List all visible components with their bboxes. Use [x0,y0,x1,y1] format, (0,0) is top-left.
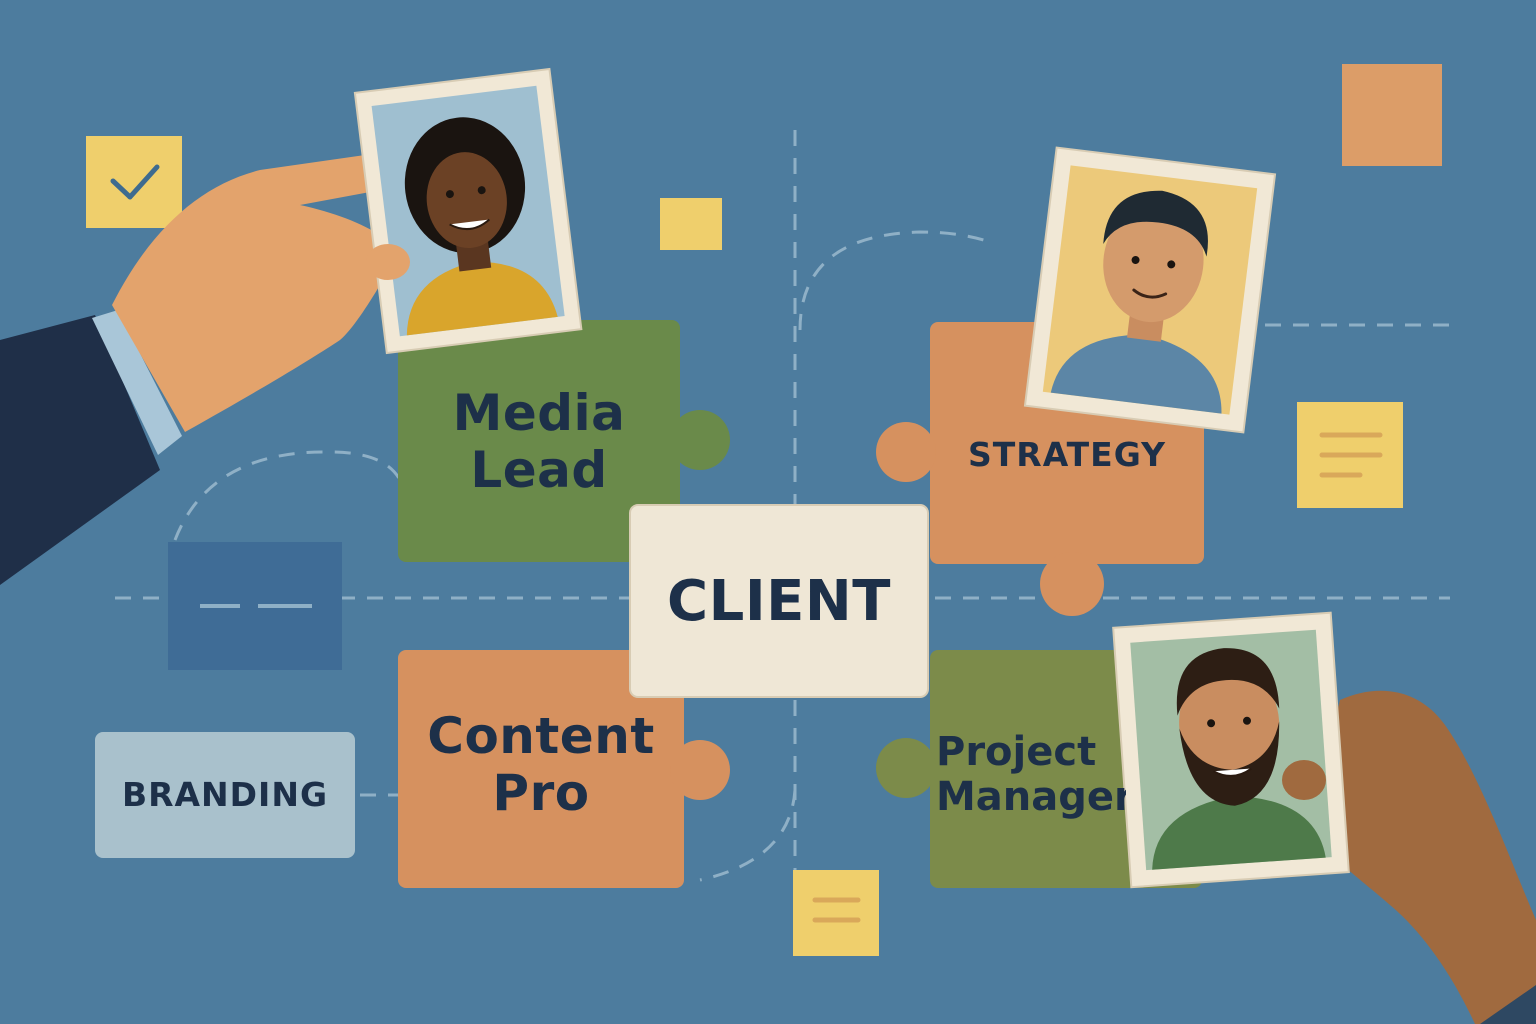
left-cuff [92,310,182,455]
media-lead-line1: Media [452,384,626,442]
sticky-note-bottom [793,870,879,956]
strategy-text: STRATEGY [968,435,1166,474]
sticky-note-lines [1297,402,1403,508]
media-lead-piece [398,320,730,562]
sticky-note-orange [1342,64,1442,166]
lines-icon [812,897,861,923]
client-text: CLIENT [667,569,891,634]
sticky-note-check [86,136,182,228]
left-thumb [366,244,410,280]
branding-tag [95,732,355,858]
right-thumb [1282,760,1326,800]
lines-icon [1319,432,1383,478]
content-pro-line1: Content [427,707,655,765]
photo-man-manager [1112,611,1350,889]
media-lead-line2: Lead [470,440,608,499]
content-pro-line2: Pro [492,763,590,822]
media-lead-label: Media Lead [398,385,680,498]
photo-woman [353,67,583,355]
content-pro-label: Content Pro [398,708,684,821]
project-manager-line2: Manager [936,774,1126,821]
check-icon [110,164,160,200]
sticky-note-small [660,198,722,250]
branding-text: BRANDING [121,775,329,814]
client-card [629,504,929,698]
project-manager-label: Project Manager [936,730,1126,820]
dash-box [168,542,342,670]
client-label: CLIENT [630,569,928,634]
branding-label: BRANDING [95,775,355,814]
right-sleeve [1480,985,1536,1024]
content-pro-piece [398,650,730,888]
photo-man-strategy [1023,146,1277,434]
strategy-label: STRATEGY [930,435,1204,474]
project-manager-line1: Project [936,730,1097,775]
left-sleeve [0,315,160,585]
